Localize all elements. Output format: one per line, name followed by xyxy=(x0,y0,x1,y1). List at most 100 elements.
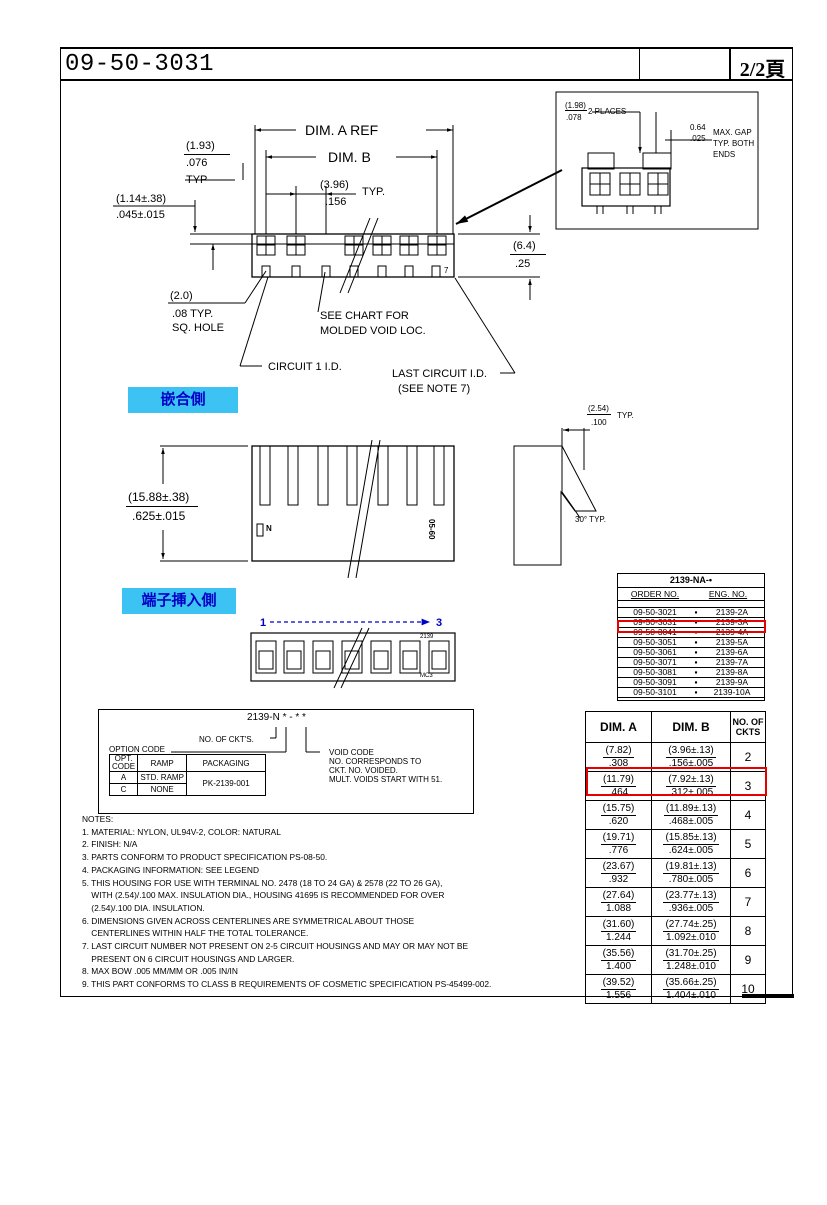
dim-193-typ: TYP xyxy=(186,174,208,186)
dim-a-mm: (23.67) xyxy=(600,860,637,874)
eng-number: 2139-9A xyxy=(715,677,749,687)
dim-b-in: .156±.005 xyxy=(668,757,714,769)
dim-a-cell: (15.75).620 xyxy=(585,800,652,830)
opt-header: OPT.CODE xyxy=(108,754,139,772)
dim-a-header: DIM. A xyxy=(585,711,652,743)
dim-a-cell: (23.67).932 xyxy=(585,858,652,888)
ckts-cell: 6 xyxy=(730,858,766,888)
title-block-cell xyxy=(639,49,730,79)
void-code-label: VOID CODE xyxy=(329,748,374,757)
dim-193-in: .076 xyxy=(186,157,208,169)
order-number-table: 2139-NA-• ORDER NO. ENG. NO. 09-50-3021▪… xyxy=(617,573,765,701)
note-line: 9. THIS PART CONFORMS TO CLASS B REQUIRE… xyxy=(82,979,492,990)
order-table-row: 09-50-3101▪2139-10A xyxy=(618,688,764,698)
row-bullet: ▪ xyxy=(694,667,698,677)
dim-193-mm: (1.93) xyxy=(186,140,215,152)
order-table-row: 09-50-3031 ▪ 2139-3A xyxy=(618,618,764,628)
note-line: 1. MATERIAL: NYLON, UL94V-2, COLOR: NATU… xyxy=(82,826,281,837)
ckts-cell: 9 xyxy=(730,945,766,975)
void-code-note-3: MULT. VOIDS START WITH 51. xyxy=(329,775,443,784)
sheet-bottom-bar xyxy=(742,994,794,998)
dim-b-cell: (27.74±.25)1.092±.010 xyxy=(651,916,731,946)
dim-20-in: .08 TYP. xyxy=(172,308,214,320)
detail-places: 2 PLACES xyxy=(588,107,627,116)
order-number: 09-50-3091 xyxy=(633,677,677,687)
insert-mark-2: MC3 xyxy=(420,673,433,679)
dim-b-cell: (19.81±.13).780±.005 xyxy=(651,858,731,888)
mating-side-tag: 嵌合側 xyxy=(128,387,238,413)
dim-b-cell: (31.70±.25)1.248±.010 xyxy=(651,945,731,975)
dim-a-mm: (31.60) xyxy=(600,918,637,932)
dim-b-mm: (3.96±.13) xyxy=(666,744,716,758)
dimension-row: (15.75).620 (11.89±.13).468±.005 4 xyxy=(585,800,766,830)
dim-a-mm: (39.52) xyxy=(600,976,637,990)
detail-gap-note-2: TYP. BOTH xyxy=(713,139,755,148)
dim-b-mm: (15.85±.13) xyxy=(663,831,719,845)
selected-order-highlight xyxy=(617,620,766,633)
order-table-row: 09-50-3061▪2139-6A xyxy=(618,648,764,658)
ckts-cell: 3 xyxy=(730,771,766,801)
dim-a-in: 1.556 xyxy=(605,989,632,1001)
order-table-title: 2139-NA-• xyxy=(618,574,764,588)
dim-114-in: .045±.015 xyxy=(116,209,165,221)
row-bullet: ▪ xyxy=(694,617,698,627)
eng-number: 2139-10A xyxy=(713,687,751,697)
row-bullet: ▪ xyxy=(694,657,698,667)
insert-start-number: 1 xyxy=(260,617,267,629)
dim-64-mm: (6.4) xyxy=(513,240,536,252)
ckts-cell: 5 xyxy=(730,829,766,859)
dim-b-label: DIM. B xyxy=(328,149,371,165)
dim-254-in: .100 xyxy=(591,418,607,427)
ramp-header: RAMP xyxy=(137,754,188,772)
detail-064-mm: 0.64 xyxy=(690,123,706,132)
row-bullet: ▪ xyxy=(694,607,698,617)
dim-254-mm: (2.54) xyxy=(588,404,609,413)
ckts-label: NO. OF CKT'S. xyxy=(199,735,254,744)
void-code-note-2: CKT. NO. VOIDED. xyxy=(329,766,398,775)
order-number: 09-50-3051 xyxy=(633,637,677,647)
fraction-bar xyxy=(126,506,198,507)
notes-list: NOTES: 1. MATERIAL: NYLON, UL94V-2, COLOR… xyxy=(82,813,491,991)
note-line: 5. THIS HOUSING FOR USE WITH TERMINAL NO… xyxy=(82,877,443,888)
notes-heading: NOTES: xyxy=(82,814,114,824)
order-number: 09-50-3031 xyxy=(633,617,677,627)
ckts-header-line-2: CKTS xyxy=(735,727,761,737)
last-circuit-note: (SEE NOTE 7) xyxy=(398,383,471,395)
option-code-label: OPTION CODE xyxy=(109,745,166,754)
eng-number: 2139-2A xyxy=(715,607,749,617)
note-line: 2. FINISH: N/A xyxy=(82,839,138,850)
ckts-cell: 7 xyxy=(730,887,766,917)
opt-code-a: A xyxy=(108,771,139,784)
ckts-cell: 8 xyxy=(730,916,766,946)
packaging-value: PK-2139-001 xyxy=(186,771,267,796)
eng-number: 2139-7A xyxy=(715,657,749,667)
eng-number: 2139-3A xyxy=(715,617,749,627)
dim-a-in: .932 xyxy=(608,873,629,885)
dim-b-mm: (11.89±.13) xyxy=(663,802,719,816)
dim-64-in: .25 xyxy=(515,258,531,270)
note-line: 4. PACKAGING INFORMATION: SEE LEGEND xyxy=(82,864,259,875)
order-table-row: 09-50-3091▪2139-9A xyxy=(618,678,764,688)
void-code-note: NO. CORRESPONDS TO xyxy=(329,757,422,766)
dim-a-mm: (11.79) xyxy=(601,773,636,787)
packaging-header: PACKAGING xyxy=(186,754,267,772)
fraction-bar xyxy=(184,154,230,155)
detail-198-in: .078 xyxy=(566,113,582,122)
drawing-sheet: 09-50-3031 2/2頁 xyxy=(60,47,793,997)
dim-1588-mm: (15.88±.38) xyxy=(128,490,190,504)
dim-b-in: .780±.005 xyxy=(668,873,714,885)
dim-b-in: .468±.005 xyxy=(668,815,714,827)
dim-b-mm: (31.70±.25) xyxy=(663,947,719,961)
note-line: (2.54)/.100 DIA. INSULATION. xyxy=(82,902,205,913)
part-number: 09-50-3031 xyxy=(65,51,215,78)
eng-number: 2139-5A xyxy=(715,637,749,647)
see-chart-note-2: MOLDED VOID LOC. xyxy=(320,325,426,337)
ckts-cell: 4 xyxy=(730,800,766,830)
dim-b-mm: (23.77±.13) xyxy=(663,889,719,903)
order-number: 09-50-3061 xyxy=(633,647,677,657)
dim-1588-in: .625±.015 xyxy=(132,509,186,523)
note-line: 3. PARTS CONFORM TO PRODUCT SPECIFICATIO… xyxy=(82,852,328,863)
